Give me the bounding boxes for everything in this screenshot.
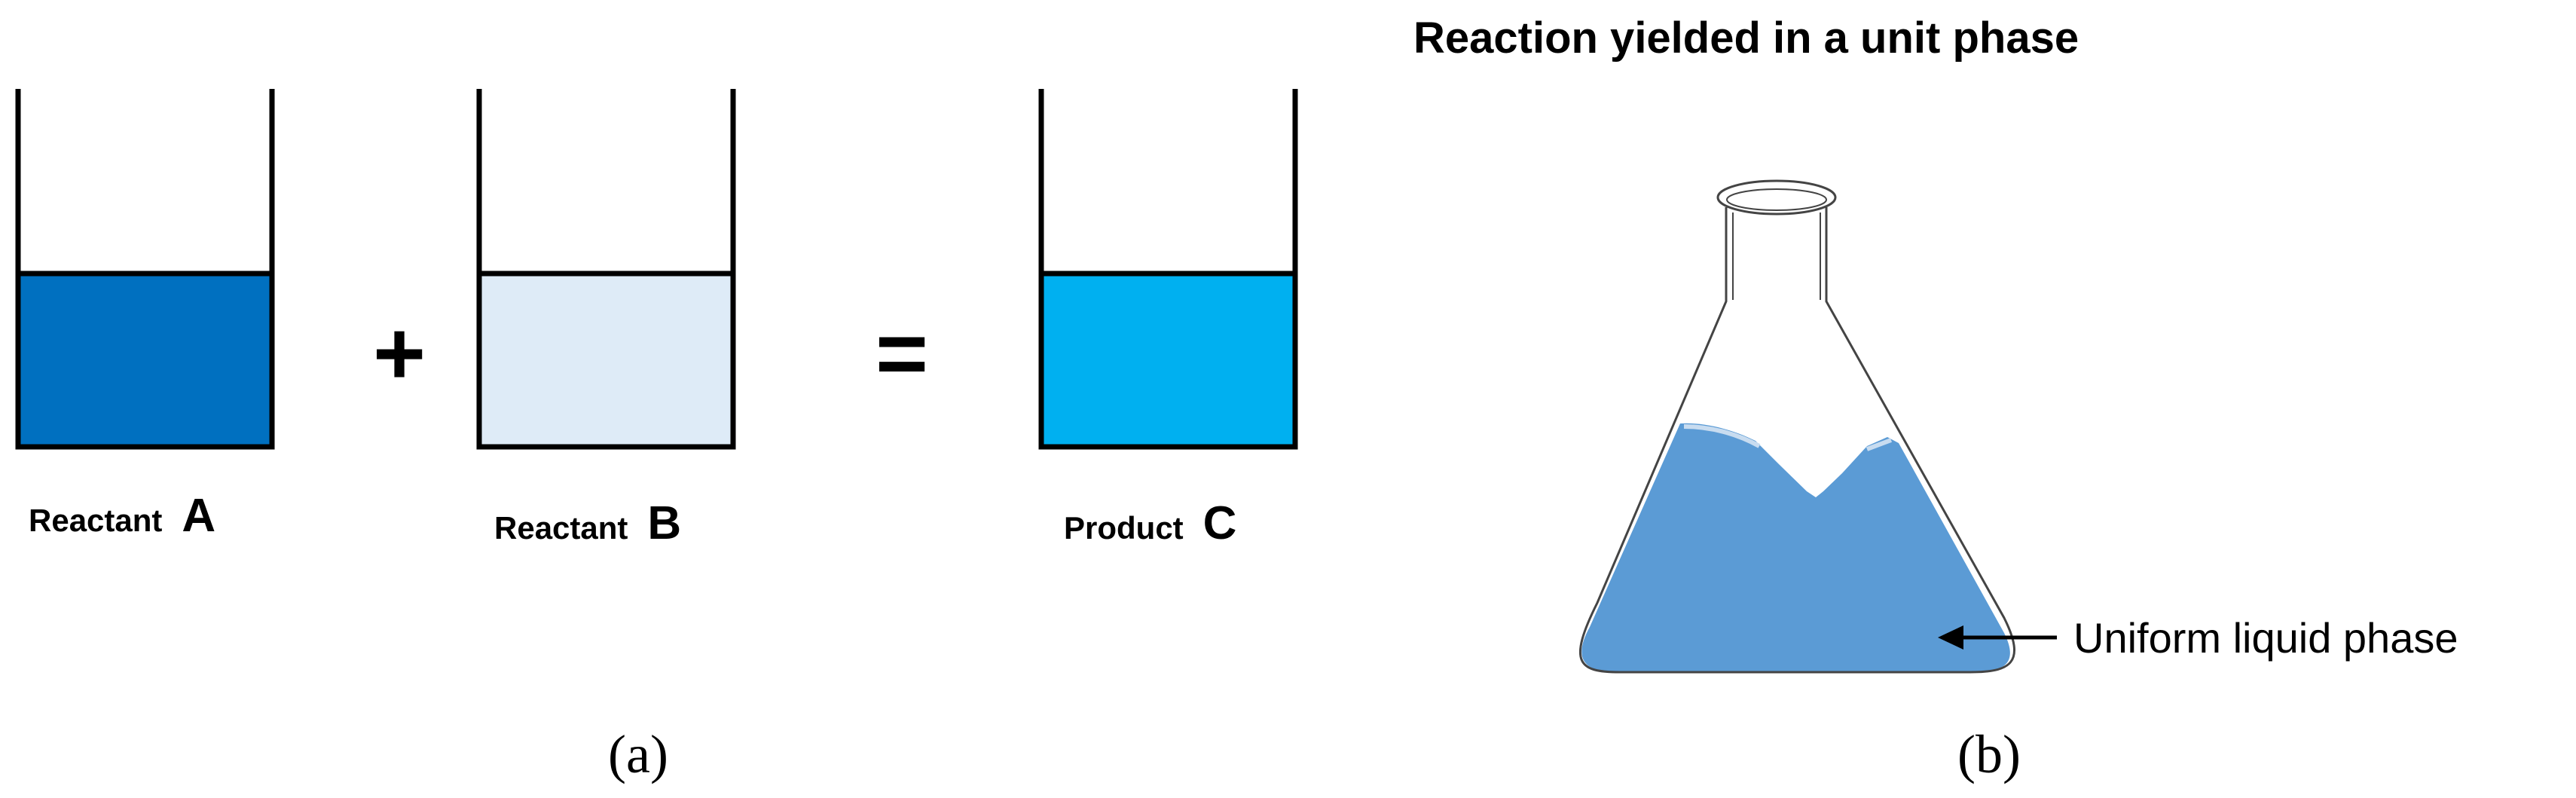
phase-arrow-head (1938, 625, 1963, 650)
flask-liquid (1581, 423, 2010, 672)
erlenmeyer-flask (1578, 179, 2016, 674)
beaker-a-liquid (18, 274, 272, 447)
flask-rim-inner (1726, 188, 1827, 211)
product-c-label: Product C (1064, 497, 1236, 549)
panel-b: Reaction yielded in a unit phase Uniform… (1413, 14, 2458, 784)
phase-label: Uniform liquid phase (2073, 614, 2458, 662)
reactant-b-label: Reactant B (494, 497, 681, 549)
flask-outline (1578, 207, 2016, 674)
reactant-a-letter: A (182, 490, 215, 542)
flask-liquid-highlight (1683, 424, 1893, 451)
beaker-c-liquid (1041, 274, 1295, 447)
beaker-c-outline (1038, 89, 1298, 450)
beaker-reactant-a (15, 89, 275, 450)
panel-b-title: Reaction yielded in a unit phase (1413, 14, 2079, 63)
equals-symbol: = (875, 303, 928, 404)
beaker-b-liquid (479, 274, 733, 447)
reactant-a-label: Reactant A (29, 490, 215, 542)
phase-arrow (1938, 625, 2057, 650)
panel-b-label: (b) (1957, 724, 2021, 784)
beaker-b-outline (476, 89, 736, 450)
beaker-reactant-b (476, 89, 736, 450)
reactant-b-word: Reactant (494, 510, 628, 546)
reactant-a-word: Reactant (29, 503, 162, 538)
product-c-word: Product (1064, 510, 1184, 546)
panel-a: Reactant A + Reactant B = Product C (a) (15, 89, 1298, 784)
product-c-letter: C (1203, 497, 1237, 549)
reactant-b-letter: B (647, 497, 681, 549)
panel-a-label: (a) (608, 724, 668, 784)
plus-symbol: + (373, 303, 426, 404)
flask-neck-inner (1732, 212, 1821, 300)
beaker-a-outline (15, 89, 275, 450)
beaker-product-c (1038, 89, 1298, 450)
